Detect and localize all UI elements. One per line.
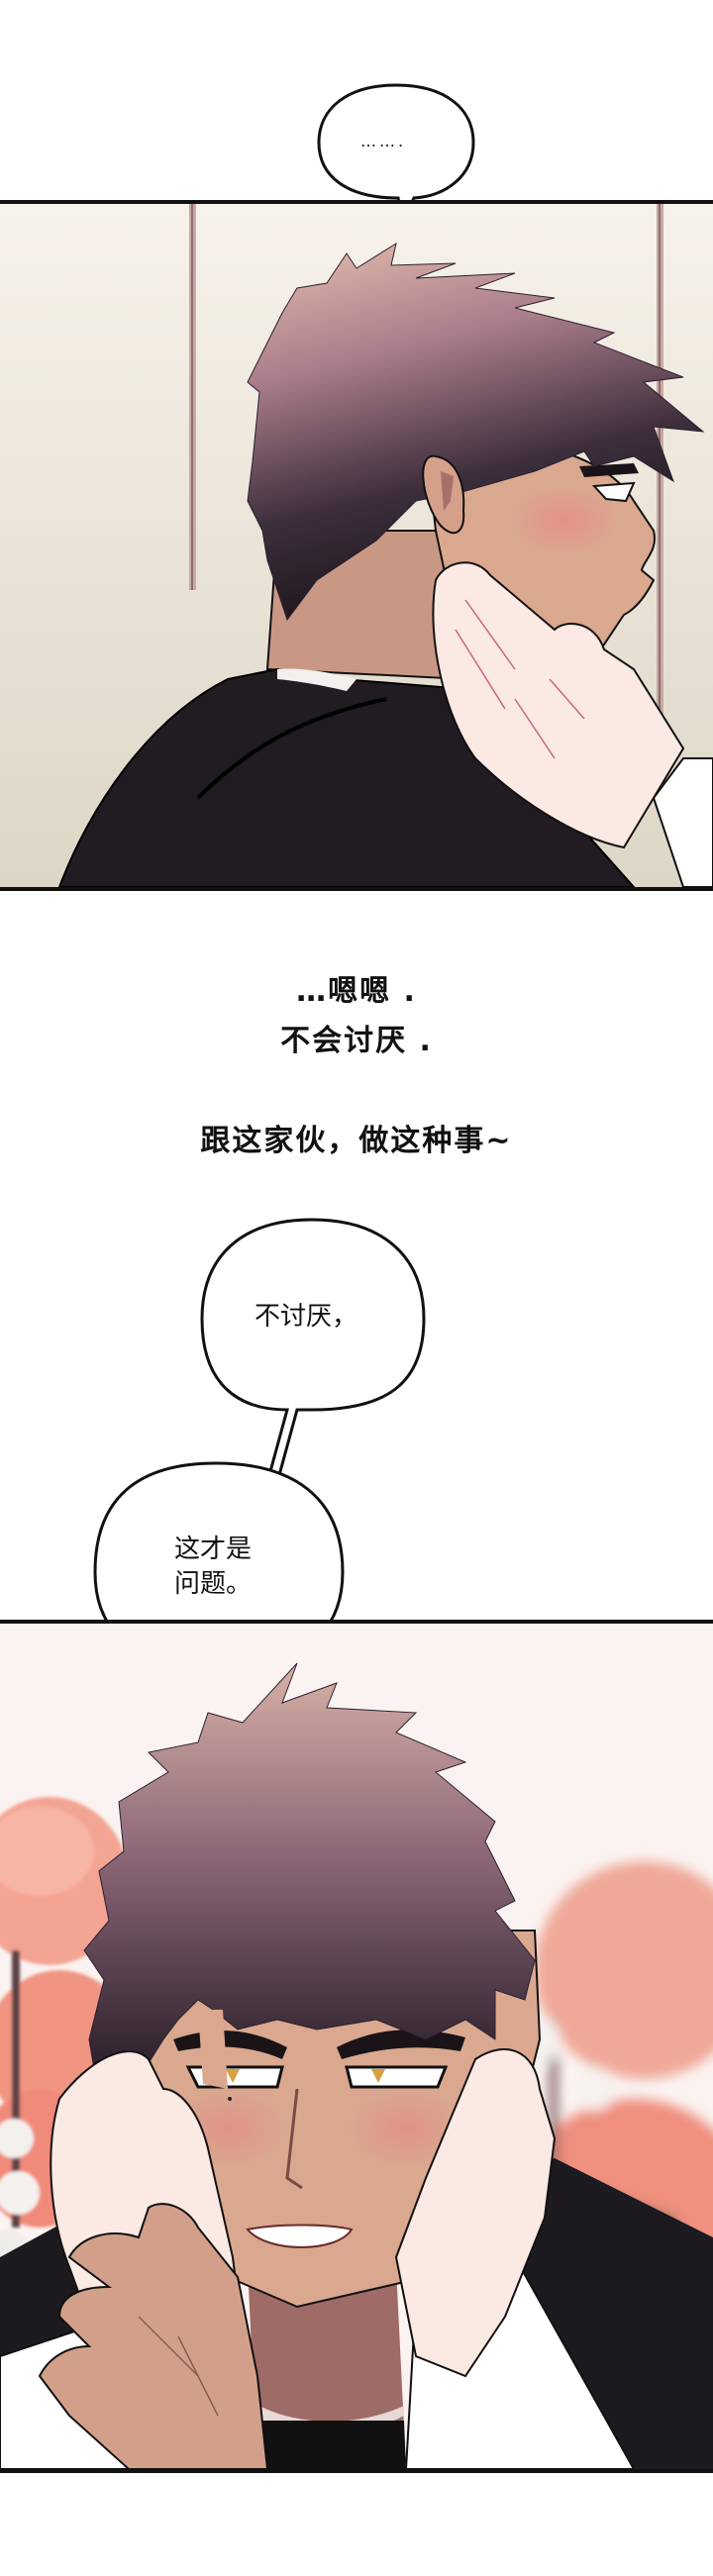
bubble-text-not-disliked: 不讨厌， xyxy=(255,1302,358,1332)
panel-1-illustration xyxy=(0,204,713,887)
panel-2-illustration xyxy=(0,1624,713,2469)
bubble-line-1: 这才是 xyxy=(174,1535,253,1564)
narration-line-1: …嗯嗯 . xyxy=(296,974,417,1009)
bubble-text-the-problem: 这才是 问题。 xyxy=(174,1533,252,1602)
bubble-text-ellipsis: ……. xyxy=(360,132,407,150)
comic-panel-1 xyxy=(0,200,713,891)
comic-panel-2 xyxy=(0,1620,713,2473)
narration-line-3: 跟这家伙，做这种事~ xyxy=(200,1124,513,1158)
bubble-line-2: 问题。 xyxy=(174,1569,253,1600)
speech-bubble-not-disliked xyxy=(200,1218,426,1477)
narration-line-2: 不会讨厌 . xyxy=(280,1024,433,1058)
